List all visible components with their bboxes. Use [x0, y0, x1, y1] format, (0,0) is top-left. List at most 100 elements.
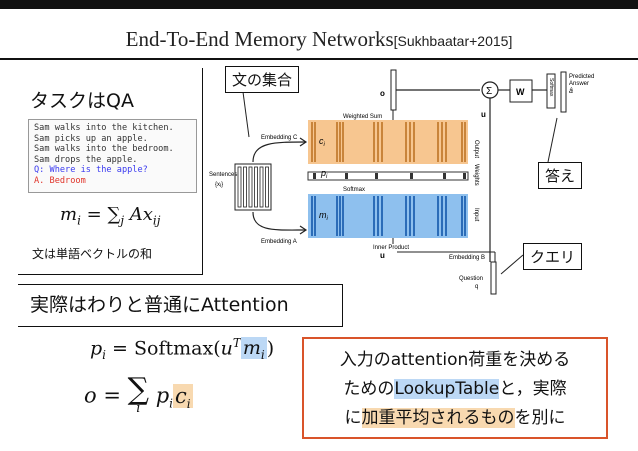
memory-stripe: [381, 122, 383, 162]
callout-line-1: 入力のattention荷重を決める: [339, 350, 571, 370]
weighted-sum-label: Weighted Sum: [343, 114, 382, 120]
embedding-b-label: Embedding B: [449, 255, 485, 261]
memory-stripe: [373, 196, 375, 236]
p-m: m: [242, 337, 261, 360]
input-memory-block: [308, 194, 468, 238]
m-i-base: m: [319, 210, 327, 220]
lookup-table-highlight: LookupTable: [394, 379, 500, 399]
question-label: Question: [459, 276, 483, 282]
query-callout: クエリ: [523, 243, 583, 270]
u-bottom-label: u: [380, 251, 385, 260]
o-sum-sub: i: [136, 401, 141, 416]
sentence-vector: [259, 166, 264, 208]
weight-tick: [313, 173, 316, 179]
embedding-a-label: Embedding A: [261, 239, 297, 245]
memory-stripe: [405, 122, 407, 162]
question-vector: [490, 261, 497, 295]
arrow-to-c: [252, 141, 306, 163]
memory-stripe: [464, 122, 466, 162]
weight-tick: [345, 173, 348, 179]
p-lhs: p: [90, 337, 103, 360]
o-c: c: [175, 383, 187, 408]
formula-m-lhs: m: [60, 204, 78, 225]
input-memory-stripes: [311, 196, 466, 236]
memory-stripe: [314, 122, 316, 162]
memory-stripe: [409, 196, 411, 236]
arrowhead-c: [299, 137, 308, 147]
inner-product-label: Inner Product: [373, 245, 409, 251]
output-memory-block: [308, 120, 468, 164]
memory-stripe: [437, 122, 439, 162]
w-label: W: [516, 87, 525, 97]
memory-stripe: [441, 196, 443, 236]
story-line: Sam drops the apple.: [34, 154, 138, 165]
c-i-base: c: [319, 136, 324, 146]
p-m-sub: i: [260, 348, 265, 363]
sentence-vector: [243, 166, 247, 208]
p-i-base: p: [320, 168, 326, 178]
memory-stripe: [445, 122, 447, 162]
p-transpose: T: [232, 336, 241, 350]
memory-stripe: [314, 196, 316, 236]
callout-line3-post: を別に: [514, 408, 566, 428]
m-i-sub: i: [327, 216, 329, 222]
formula-rhs: Ax: [124, 204, 153, 225]
output-label: Output: [473, 140, 479, 158]
sentences-set-callout: 文の集合: [225, 66, 300, 93]
p-i-sub: i: [326, 174, 328, 180]
memory-stripe: [413, 122, 415, 162]
weights-ticks: [313, 173, 466, 179]
memory-stripe: [336, 122, 338, 162]
sentences-sub-label: {xi}: [215, 182, 223, 189]
m-i-label: mi: [319, 210, 329, 222]
weights-label: Weights: [473, 164, 479, 186]
memory-stripe: [377, 196, 379, 236]
story-line: Sam walks into the bedroom.: [34, 144, 174, 154]
weights-bar: [307, 171, 469, 181]
weight-tick: [443, 173, 446, 179]
input-label: Input: [473, 208, 479, 222]
memory-stripe: [409, 122, 411, 162]
memory-stripe: [373, 122, 375, 162]
answer-label-small: Answer: [569, 81, 589, 87]
story-line: Sam picks up an apple.: [34, 133, 148, 144]
answer-line: A. Bedroom: [34, 175, 86, 186]
sentence-vector: [254, 166, 258, 208]
qa-example-box: Sam walks into the kitchen. Sam picks up…: [28, 119, 197, 193]
q-label: q: [475, 284, 478, 290]
arrowhead-a: [299, 225, 308, 235]
memory-stripe: [311, 122, 313, 162]
memory-stripe: [413, 196, 415, 236]
a-hat-label: â: [569, 88, 573, 95]
callout-line2-pre: ための: [343, 379, 395, 399]
answer-pointer-line: [547, 117, 558, 163]
memory-stripe: [461, 122, 463, 162]
weight-tick: [410, 173, 413, 179]
memory-formula: mi = ∑j Axij: [60, 204, 160, 228]
output-memory-stripes: [311, 122, 466, 162]
softmax-output: [546, 73, 556, 109]
sentences-sub-i: i: [220, 183, 221, 189]
diagram-svg: Sentences {xi} Embedding C Embedding A W…: [209, 69, 594, 295]
sum-symbol-diagram: Σ: [486, 86, 492, 97]
memory-stripe: [464, 196, 466, 236]
task-heading: タスクはQA: [30, 90, 134, 112]
c-highlight: ci: [173, 383, 193, 411]
sum-sub: j: [120, 213, 125, 228]
question-line: Q: Where is the apple?: [34, 165, 148, 175]
o-label: o: [380, 89, 385, 98]
memory-stripe: [437, 196, 439, 236]
p-i-label: pi: [320, 168, 328, 180]
output-formula: o = ∑i pici: [84, 375, 193, 416]
weight-tick: [463, 173, 466, 179]
attention-panel: [18, 284, 343, 327]
memory-stripe: [441, 122, 443, 162]
attention-heading: 実際はわりと普通にAttention: [30, 294, 289, 316]
p-u: u: [220, 337, 233, 360]
sentence-vector: [248, 166, 253, 208]
o-sum-block: ∑i: [128, 375, 149, 416]
o-c-sub: i: [186, 396, 191, 411]
callout-line-3: に加重平均されるものを別に: [310, 404, 600, 433]
memory-stripe: [377, 122, 379, 162]
callout-line3-pre: に: [344, 408, 362, 428]
